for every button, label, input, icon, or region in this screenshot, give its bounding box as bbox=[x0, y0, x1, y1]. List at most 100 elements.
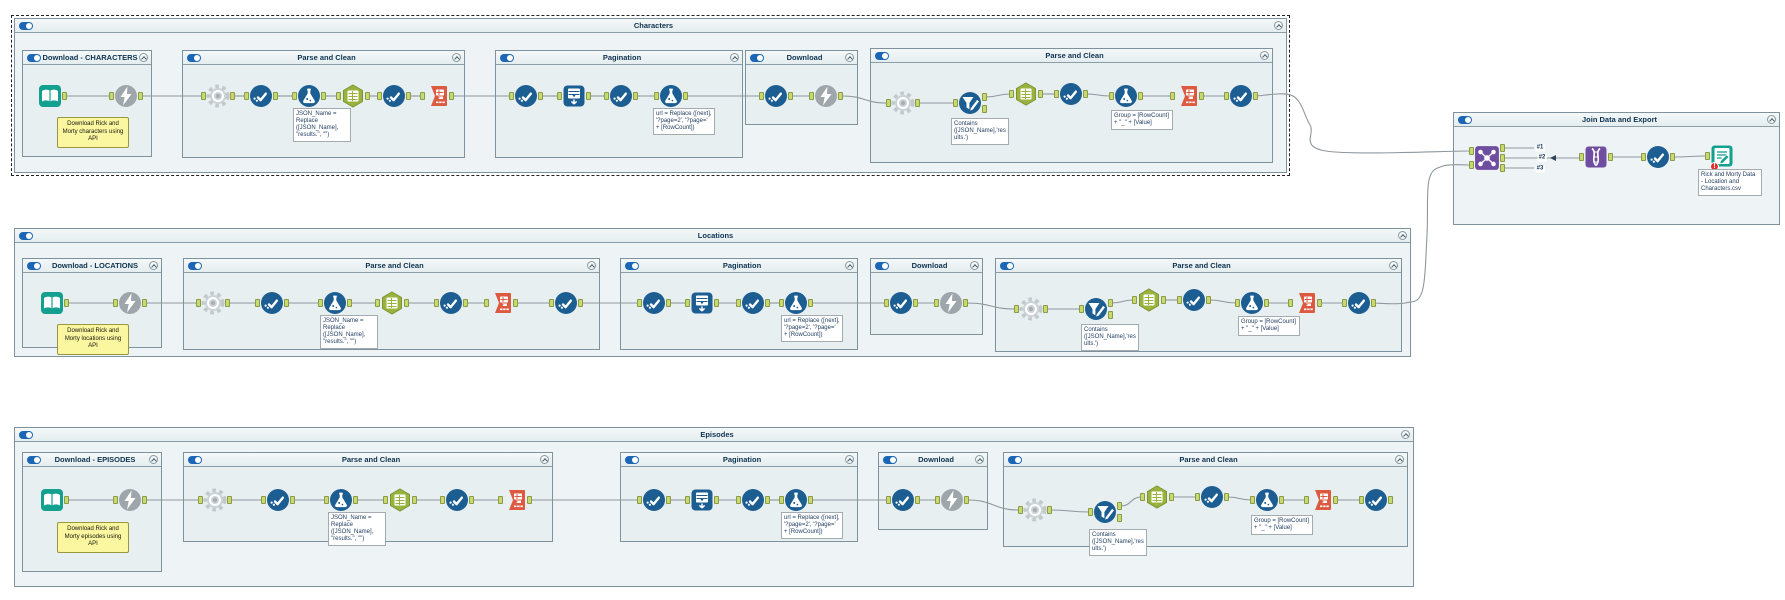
input-port[interactable] bbox=[383, 496, 388, 504]
formula-tool[interactable] bbox=[324, 488, 358, 512]
output-port[interactable] bbox=[1108, 311, 1113, 319]
output-port[interactable] bbox=[714, 496, 719, 504]
formula-tool[interactable] bbox=[1109, 84, 1143, 108]
container-toggle[interactable] bbox=[188, 261, 202, 270]
wire-r3t14-r3t15[interactable] bbox=[967, 499, 1020, 511]
crosstab-tool[interactable] bbox=[1140, 485, 1174, 509]
select-tool[interactable] bbox=[1195, 485, 1229, 509]
input-port[interactable] bbox=[1342, 299, 1347, 307]
crosstab-tool[interactable] bbox=[1132, 288, 1166, 312]
input-port[interactable] bbox=[1359, 496, 1364, 504]
input-port[interactable] bbox=[1579, 153, 1584, 161]
container-toggle[interactable] bbox=[27, 53, 41, 62]
input-port[interactable] bbox=[324, 496, 329, 504]
output-port[interactable] bbox=[1138, 92, 1143, 100]
input-port[interactable] bbox=[1177, 296, 1182, 304]
output-port[interactable] bbox=[62, 92, 67, 100]
output-port[interactable] bbox=[273, 92, 278, 100]
collapse-icon[interactable] bbox=[587, 261, 596, 270]
output-port[interactable] bbox=[1161, 296, 1166, 304]
input-port[interactable] bbox=[434, 299, 439, 307]
collapse-icon[interactable] bbox=[1401, 430, 1410, 439]
input-port[interactable] bbox=[886, 99, 891, 107]
output-port[interactable] bbox=[1279, 496, 1284, 504]
input-port[interactable] bbox=[604, 92, 609, 100]
container-toggle[interactable] bbox=[19, 231, 33, 240]
select-tool[interactable] bbox=[884, 291, 918, 315]
input-port[interactable] bbox=[113, 496, 118, 504]
select-tool[interactable] bbox=[759, 84, 793, 108]
input-port[interactable] bbox=[637, 496, 642, 504]
formula-tool[interactable] bbox=[318, 291, 352, 315]
input-port[interactable] bbox=[549, 299, 554, 307]
formula-tool[interactable] bbox=[292, 84, 326, 108]
json-parse-tool[interactable] bbox=[1014, 297, 1048, 321]
output-port[interactable] bbox=[1117, 514, 1122, 522]
select-tool[interactable] bbox=[549, 291, 583, 315]
output-port[interactable] bbox=[1500, 154, 1505, 162]
comment-box[interactable]: Download Rick and Morty episodes using A… bbox=[57, 522, 129, 553]
input-port[interactable] bbox=[509, 92, 514, 100]
input-port[interactable] bbox=[292, 92, 297, 100]
input-port[interactable] bbox=[1469, 161, 1474, 169]
input-port[interactable] bbox=[779, 299, 784, 307]
output-port[interactable] bbox=[963, 299, 968, 307]
output-port[interactable] bbox=[1206, 296, 1211, 304]
output-port[interactable] bbox=[1333, 496, 1338, 504]
collapse-icon[interactable] bbox=[139, 53, 148, 62]
select-tool[interactable] bbox=[434, 291, 468, 315]
input-port[interactable] bbox=[1079, 305, 1084, 313]
output-port[interactable] bbox=[284, 299, 289, 307]
formula-tool[interactable] bbox=[1235, 291, 1269, 315]
output-port[interactable] bbox=[404, 299, 409, 307]
input-port[interactable] bbox=[1009, 90, 1014, 98]
container-toggle[interactable] bbox=[883, 455, 897, 464]
input-port[interactable] bbox=[1109, 92, 1114, 100]
input-port[interactable] bbox=[935, 496, 940, 504]
output-port[interactable] bbox=[1500, 144, 1505, 152]
select-tool[interactable] bbox=[736, 488, 770, 512]
collapse-icon[interactable] bbox=[845, 53, 854, 62]
input-port[interactable] bbox=[1288, 299, 1293, 307]
json-parse-tool[interactable] bbox=[886, 91, 920, 115]
collapse-icon[interactable] bbox=[970, 261, 979, 270]
input-port[interactable] bbox=[1250, 496, 1255, 504]
input-port[interactable] bbox=[1641, 153, 1646, 161]
input-port[interactable] bbox=[201, 92, 206, 100]
dyn-rename-tool[interactable] bbox=[1170, 84, 1204, 108]
output-port[interactable] bbox=[1117, 502, 1122, 510]
input-port[interactable] bbox=[557, 92, 562, 100]
container-toggle[interactable] bbox=[625, 455, 639, 464]
output-port[interactable] bbox=[227, 496, 232, 504]
select-tool[interactable] bbox=[1224, 84, 1258, 108]
select-tool[interactable] bbox=[1359, 488, 1393, 512]
input-port[interactable] bbox=[196, 299, 201, 307]
input-port[interactable] bbox=[654, 92, 659, 100]
container-toggle[interactable] bbox=[188, 455, 202, 464]
output-port[interactable] bbox=[1083, 90, 1088, 98]
input-port[interactable] bbox=[809, 92, 814, 100]
collapse-icon[interactable] bbox=[1395, 455, 1404, 464]
output-port[interactable] bbox=[666, 299, 671, 307]
input-port[interactable] bbox=[685, 299, 690, 307]
output-port[interactable] bbox=[463, 299, 468, 307]
container-toggle[interactable] bbox=[875, 261, 889, 270]
text-input-tool[interactable] bbox=[40, 291, 69, 315]
collapse-icon[interactable] bbox=[540, 455, 549, 464]
select-tool[interactable] bbox=[886, 488, 920, 512]
collapse-icon[interactable] bbox=[1398, 231, 1407, 240]
collapse-icon[interactable] bbox=[730, 53, 739, 62]
input-port[interactable] bbox=[1705, 152, 1710, 160]
output-port[interactable] bbox=[347, 299, 352, 307]
text-input-tool[interactable] bbox=[38, 84, 67, 108]
output-port[interactable] bbox=[1670, 153, 1675, 161]
input-port[interactable] bbox=[336, 92, 341, 100]
output-port[interactable] bbox=[1169, 493, 1174, 501]
output-port[interactable] bbox=[538, 92, 543, 100]
output-port[interactable] bbox=[964, 496, 969, 504]
container-parse-and-clean[interactable]: Parse and Clean bbox=[182, 50, 465, 158]
dyn-rename-tool[interactable] bbox=[484, 291, 518, 315]
formula-tool[interactable] bbox=[1250, 488, 1284, 512]
wire-r1t14-r1t15[interactable] bbox=[841, 95, 888, 104]
input-port[interactable] bbox=[736, 299, 741, 307]
